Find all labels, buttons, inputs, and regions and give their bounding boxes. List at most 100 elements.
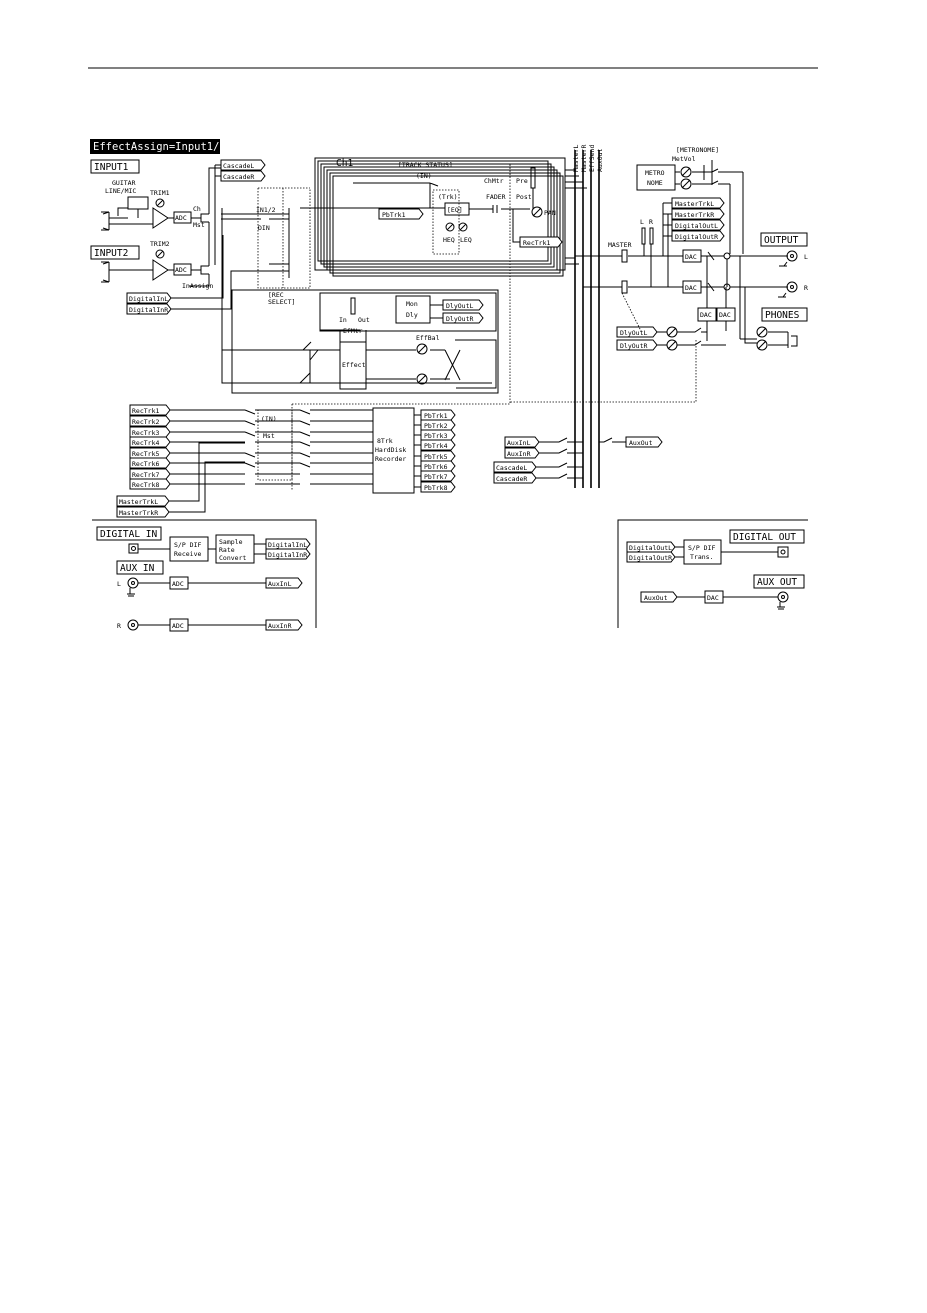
- pbtrk-3: PbTrk3: [424, 432, 448, 440]
- out-label: Out: [358, 316, 370, 324]
- auxinr-out: AuxInR: [268, 622, 292, 630]
- ch1-label: Ch1: [336, 158, 353, 169]
- input1-jack-icon: [101, 211, 110, 231]
- input2-amp-icon: [152, 259, 169, 281]
- trim1-label: TRIM1: [150, 189, 170, 197]
- in-status-label: (IN): [416, 172, 432, 180]
- rectrk-6: RecTrk6: [132, 460, 159, 468]
- phones-dac-r-label: DAC: [719, 311, 731, 319]
- aux-out-label: AUX OUT: [757, 577, 797, 588]
- guitar-label: GUITAR: [112, 179, 136, 187]
- input2-jack-icon: [101, 261, 153, 283]
- efmtr-label: EfMtr: [343, 327, 363, 335]
- aux-in-r-label: R: [117, 622, 121, 630]
- right-out-tags: MasterTrkL MasterTrkR DigitalOutL Digita…: [671, 197, 725, 242]
- input1-amp-icon: [152, 207, 169, 229]
- pbtrk-4: PbTrk4: [424, 442, 448, 450]
- cascade-out-r: CascadeR: [223, 173, 254, 181]
- ch1-stack: [314, 157, 566, 277]
- track-status-label: [TRACK STATUS]: [398, 161, 453, 169]
- digital-in-label: DIGITAL IN: [100, 529, 157, 540]
- pbtrk1-in-label: PbTrk1: [382, 211, 406, 219]
- heq-knob-icon: [445, 222, 455, 232]
- bus-label-masterl: MasterL: [572, 145, 580, 172]
- aux-out-box: [753, 574, 805, 589]
- recorder-line-2: HardDisk: [375, 446, 406, 454]
- input2-label: INPUT2: [94, 248, 128, 259]
- pbtrk1-in-tag: [378, 208, 424, 220]
- pan-knob-icon: [531, 206, 543, 218]
- dac-l-label: DAC: [685, 253, 697, 261]
- digitaloutr-in: DigitalOutR: [629, 554, 672, 562]
- digital-in-l-tag: DigitalInL: [129, 295, 168, 303]
- output-box: [760, 232, 808, 247]
- digital-out-ins: DigitalOutL DigitalOutR: [626, 541, 676, 563]
- output-r-jack-icon: [786, 281, 798, 293]
- metronome-box: [636, 164, 676, 191]
- right-digitaloutr: DigitalOutR: [675, 233, 718, 241]
- dly-out-l: DlyOutL: [446, 302, 473, 310]
- cascade-out-l: CascadeL: [223, 162, 254, 170]
- dly-label: Dly: [406, 311, 418, 319]
- rectrk1-out-label: RecTrk1: [523, 239, 550, 247]
- auxout-in-tag: [640, 591, 678, 603]
- rectrk1-out-tag: [519, 236, 563, 248]
- master-meter-l-icon: [641, 227, 646, 245]
- effbal-label: EffBal: [416, 334, 440, 342]
- trim1-knob-icon: [155, 198, 165, 208]
- right-digitaloutl: DigitalOutL: [675, 222, 718, 230]
- digitalinr-out: DigitalInR: [268, 551, 307, 559]
- digitalinl-out: DigitalInL: [268, 541, 307, 549]
- effect-label: Effect: [342, 361, 366, 369]
- aux-adc-r-label: ADC: [172, 622, 184, 630]
- pbtrk-7: PbTrk7: [424, 473, 448, 481]
- bus-label-masterr: MasterR: [580, 145, 588, 172]
- effect-box: [339, 341, 367, 390]
- pbtrk-6: PbTrk6: [424, 463, 448, 471]
- input2-box: [90, 245, 140, 260]
- rec-select-2: SELECT]: [268, 298, 295, 306]
- trim2-knob-icon: [155, 249, 165, 259]
- aux-out-dac-label: DAC: [707, 594, 719, 602]
- mastertrk-tags: MasterTrkL MasterTrkR: [116, 495, 170, 518]
- digital-in-outs: DigitalInL DigitalInR: [265, 538, 311, 560]
- recorder-line-1: 8Trk: [377, 437, 393, 445]
- metronome-label: [METRONOME]: [676, 146, 719, 154]
- aux-in-l-label: L: [117, 580, 121, 588]
- bus-labels: MasterL MasterR EffSend AuxOut: [572, 145, 604, 172]
- cascadel-tag: CascadeL: [496, 464, 527, 472]
- pbtrk-tags: PbTrk1 PbTrk2 PbTrk3 PbTrk4 PbTrk5 PbTrk…: [420, 409, 456, 493]
- aux-in-l-jack-icon: [127, 577, 139, 589]
- input1-switch: [127, 196, 149, 210]
- output-l-label: L: [804, 253, 808, 261]
- digital-out-box: [729, 529, 805, 544]
- aux-in-box: [116, 560, 164, 575]
- spdif-trans-2: Trans.: [690, 553, 713, 561]
- mastertrk-l: MasterTrkL: [119, 498, 158, 506]
- aux-adc-l-label: ADC: [172, 580, 184, 588]
- metvol-knob-1-icon: [680, 166, 692, 178]
- spdif-receive-1: S/P DIF: [174, 541, 201, 549]
- trim2-label: TRIM2: [150, 240, 170, 248]
- auxinl-out: AuxInL: [268, 580, 292, 588]
- cascader-tag: CascadeR: [496, 475, 527, 483]
- pbtrk-8: PbTrk8: [424, 484, 448, 492]
- auxinr-tag: AuxInR: [507, 450, 531, 458]
- metvol-knob-2-icon: [680, 178, 692, 190]
- dlyoutl-in: DlyOutL: [620, 329, 647, 337]
- metro-label: METRO: [645, 169, 665, 177]
- leq-label: LEQ: [460, 236, 472, 244]
- vertical-buses: [574, 150, 600, 488]
- pbtrk-5: PbTrk5: [424, 453, 448, 461]
- auxout-tag-label: AuxOut: [629, 439, 653, 447]
- nome-label: NOME: [647, 179, 663, 187]
- heq-label: HEQ: [443, 236, 455, 244]
- dlyoutr-in: DlyOutR: [620, 342, 647, 350]
- rectrk-7: RecTrk7: [132, 471, 159, 479]
- chmtr-meter-icon: [530, 167, 536, 189]
- input1-label: INPUT1: [94, 162, 129, 173]
- eq-label: [EQ]: [447, 206, 463, 214]
- rectrk-8: RecTrk8: [132, 481, 159, 489]
- in-rec-label: (IN): [261, 415, 277, 423]
